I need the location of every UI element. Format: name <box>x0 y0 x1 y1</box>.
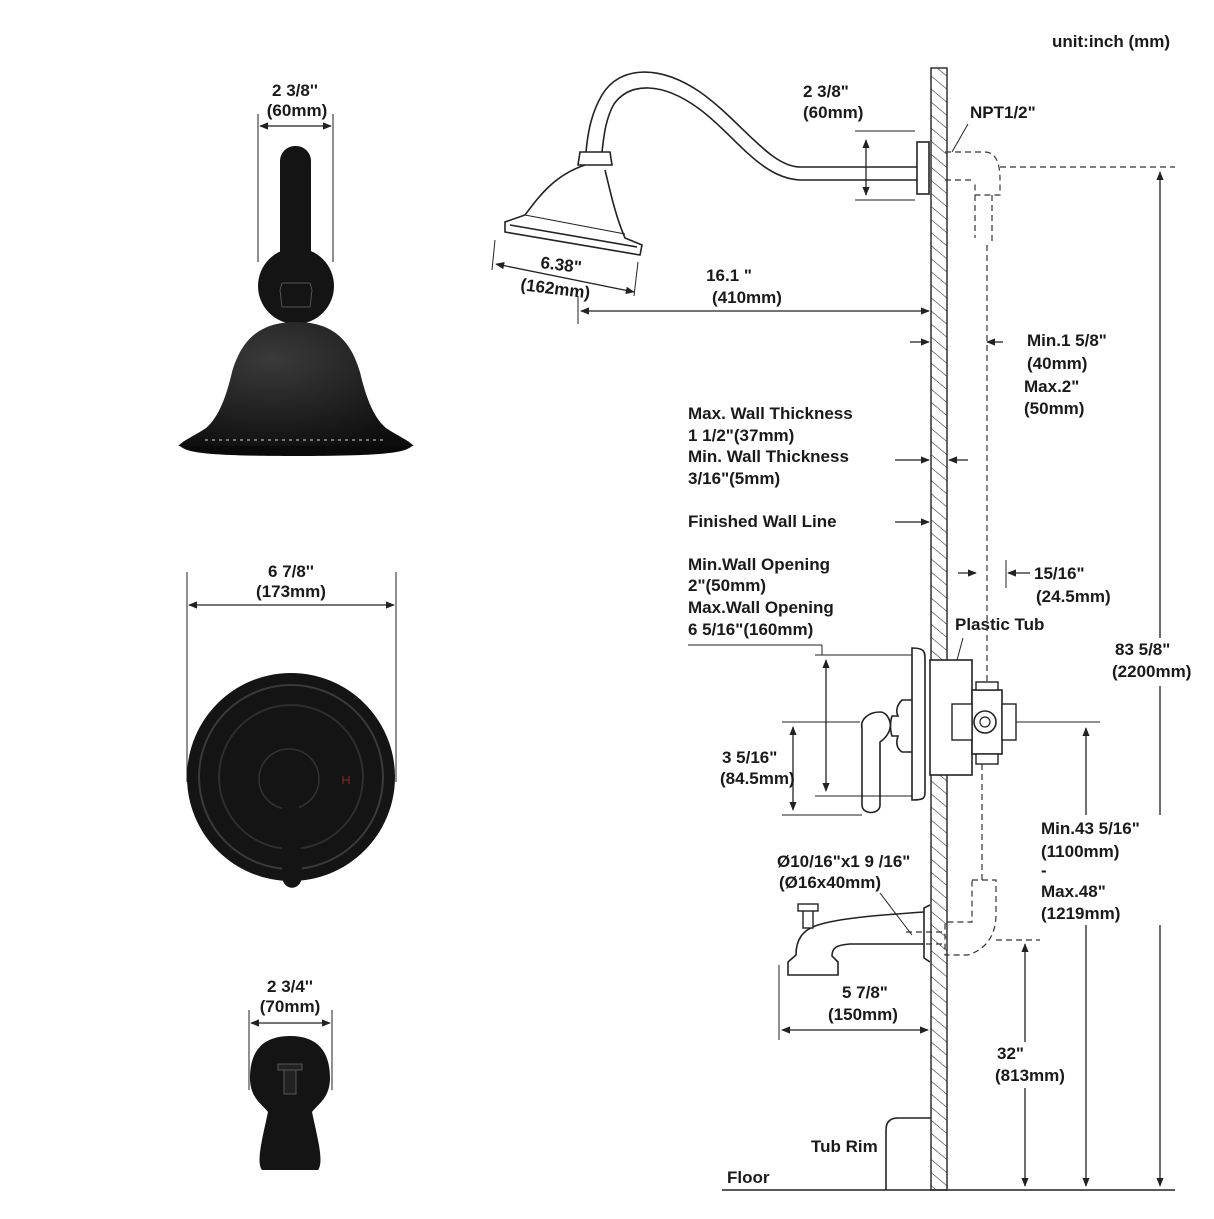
finished-wall-label: Finished Wall Line <box>688 512 837 531</box>
valve-depth-label: 15/16" <box>1034 564 1085 583</box>
valve-height-min-label: Min.43 5/16" <box>1041 819 1140 838</box>
showerhead-front-view: 2 3/8'' (60mm) <box>178 81 414 456</box>
valve-height-min-mm-label: (1100mm) <box>1041 842 1119 861</box>
depth-max-mm-label: (50mm) <box>1024 399 1084 418</box>
arm-reach-mm-label: (410mm) <box>712 288 782 307</box>
wall-max-label: Max. Wall Thickness <box>688 404 853 423</box>
unit-note: unit:inch (mm) <box>1052 32 1170 51</box>
arm-reach-label: 16.1 " <box>706 266 752 285</box>
spout-pipe-label: Ø10/16"x1 9 /16" <box>777 852 910 871</box>
arm-offset-mm-label: (60mm) <box>803 103 863 122</box>
valve-depth-mm-label: (24.5mm) <box>1036 587 1111 606</box>
depth-max-label: Max.2" <box>1024 377 1079 396</box>
spout-front-view: 2 3/4'' (70mm) <box>248 977 333 1170</box>
shower-bell-shape <box>178 322 414 446</box>
opening-max-value: 6 5/16"(160mm) <box>688 620 813 639</box>
head-diameter-label: 6.38" <box>540 253 583 277</box>
trim-handle-shape <box>282 790 302 888</box>
floor-label: Floor <box>727 1168 770 1187</box>
spout-side-view <box>787 903 945 976</box>
trim-plate-front-view: 6 7/8'' (173mm) <box>186 562 397 888</box>
wall-min-value: 3/16"(5mm) <box>688 469 780 488</box>
total-height-mm-label: (2200mm) <box>1112 662 1191 681</box>
trim-width-label: 6 7/8'' <box>268 562 314 581</box>
plastic-tub-label: Plastic Tub <box>955 615 1044 634</box>
showerhead-width-mm-label: (60mm) <box>267 101 327 120</box>
handle-offset-mm-label: (84.5mm) <box>720 769 795 788</box>
spout-width-label: 2 3/4'' <box>267 977 313 996</box>
tub-rim-line <box>885 1117 931 1190</box>
valve-side-view <box>860 647 1017 814</box>
wall-min-label: Min. Wall Thickness <box>688 447 849 466</box>
spout-reach-mm-label: (150mm) <box>828 1005 898 1024</box>
wall-section <box>930 67 948 1191</box>
handle-offset-label: 3 5/16" <box>722 748 777 767</box>
spout-height-mm-label: (813mm) <box>995 1066 1065 1085</box>
valve-height-max-mm-label: (1219mm) <box>1041 904 1120 923</box>
spout-pipe-mm-label: (Ø16x40mm) <box>779 873 881 892</box>
arm-offset-label: 2 3/8" <box>803 82 849 101</box>
thread-label: NPT1/2" <box>970 103 1036 122</box>
depth-min-mm-label: (40mm) <box>1027 354 1087 373</box>
tub-rim-label: Tub Rim <box>811 1137 878 1156</box>
spout-body-shape <box>250 1036 330 1170</box>
depth-min-label: Min.1 5/8" <box>1027 331 1107 350</box>
valve-height-max-label: Max.48" <box>1041 882 1106 901</box>
shower-arm-side <box>504 71 930 256</box>
wall-max-value: 1 1/2"(37mm) <box>688 426 794 445</box>
trim-width-mm-label: (173mm) <box>256 582 326 601</box>
head-diameter-mm-label: (162mm) <box>520 275 592 302</box>
valve-height-separator: - <box>1041 861 1047 880</box>
opening-min-value: 2"(50mm) <box>688 576 766 595</box>
total-height-label: 83 5/8" <box>1115 640 1170 659</box>
showerhead-width-label: 2 3/8'' <box>272 81 318 100</box>
opening-max-label: Max.Wall Opening <box>688 598 834 617</box>
spout-reach-label: 5 7/8" <box>842 983 888 1002</box>
spout-width-mm-label: (70mm) <box>260 997 320 1016</box>
spout-height-label: 32" <box>997 1044 1024 1063</box>
opening-min-label: Min.Wall Opening <box>688 555 830 574</box>
